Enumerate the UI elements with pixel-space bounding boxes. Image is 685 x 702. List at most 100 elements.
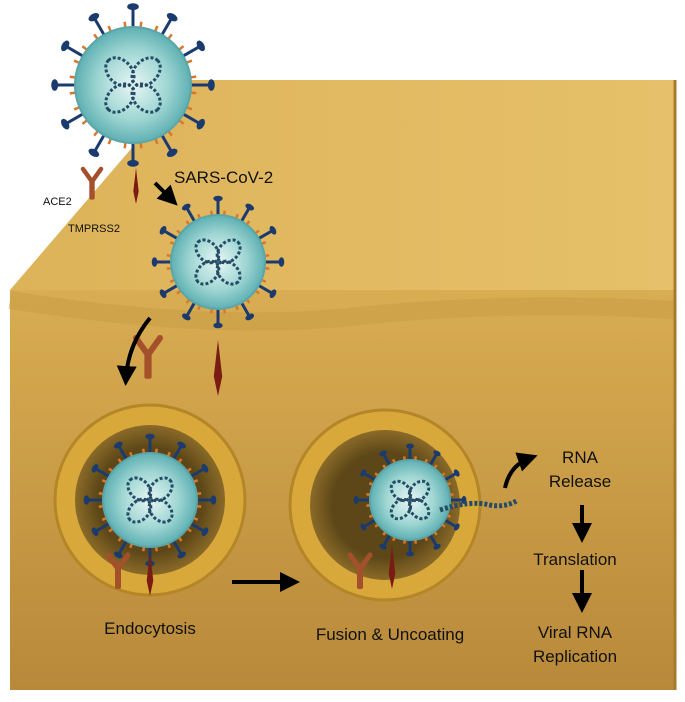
spike-head	[159, 225, 167, 235]
spike-head	[151, 257, 158, 267]
spike-head	[269, 225, 277, 235]
label-tmprss2: TMPRSS2	[68, 223, 120, 235]
spike-head	[278, 257, 285, 267]
virus-particle-free	[51, 3, 215, 167]
spike-head	[213, 322, 223, 329]
viral-rna	[130, 56, 162, 88]
spike-head	[113, 441, 123, 449]
label-virus: SARS-CoV-2	[174, 168, 273, 187]
virus-envelope	[74, 26, 192, 144]
label-replication-2: Replication	[533, 647, 617, 666]
ace2-head	[133, 335, 163, 360]
spike-head	[433, 450, 441, 457]
ace2-head	[347, 552, 373, 574]
spike-head	[360, 469, 367, 477]
spike-head	[245, 313, 255, 321]
arrow-virus-to-membrane	[153, 181, 178, 206]
spike-head	[61, 118, 70, 130]
virus-envelope	[369, 459, 451, 541]
spike-head	[145, 433, 155, 440]
virus-particle-attaching	[151, 195, 285, 329]
viral-rna	[130, 82, 162, 114]
arrow-membrane-to-endocytosis	[116, 316, 152, 386]
spike-head	[113, 551, 123, 559]
tmprss2-body	[388, 545, 396, 589]
ace2-receptor-endosome	[105, 552, 131, 589]
virus-particle-endosome	[83, 433, 217, 567]
spike-head	[127, 159, 139, 167]
ace2-receptor-fusion	[347, 552, 373, 589]
spike-head	[353, 496, 359, 504]
spike-head	[166, 148, 178, 157]
ace2-receptor-membrane	[133, 335, 163, 379]
label-rna-1: RNA	[562, 448, 599, 467]
viral-rna	[194, 259, 221, 286]
spike-head	[207, 79, 215, 91]
spike-head	[245, 203, 255, 211]
viral-rna	[126, 497, 153, 524]
spike-head	[166, 13, 178, 22]
viral-rna	[407, 479, 431, 503]
spike-head	[88, 13, 100, 22]
arrow-to-rna-release	[503, 452, 538, 489]
ace2-head	[80, 166, 104, 186]
spike-head	[196, 40, 205, 52]
viral-rna	[147, 497, 174, 524]
label-translation: Translation	[533, 550, 616, 569]
tmprss2-receptor-endosome	[146, 552, 154, 596]
virus-envelope	[170, 214, 266, 310]
ace2-head	[105, 552, 131, 574]
tmprss2-receptor-membrane	[213, 340, 223, 396]
label-fusion: Fusion & Uncoating	[316, 625, 464, 644]
tmprss2-body	[146, 552, 154, 596]
spike-head	[159, 289, 167, 299]
spike-head	[61, 40, 70, 52]
viral-rna	[147, 476, 174, 503]
spike-head	[177, 441, 187, 449]
spike-head	[406, 551, 414, 557]
spike-head	[201, 463, 209, 473]
spike-head	[201, 527, 209, 537]
spike-head	[83, 495, 90, 505]
spike-head	[196, 118, 205, 130]
tmprss2-receptor-top	[133, 168, 139, 204]
tmprss2-body	[133, 168, 139, 204]
label-replication-1: Viral RNA	[538, 623, 613, 642]
tmprss2-body	[213, 340, 223, 396]
spike-head	[379, 543, 387, 550]
tmprss2-receptor-fusion	[388, 545, 396, 589]
ace2-receptor-top	[80, 166, 104, 200]
spike-head	[181, 203, 191, 211]
label-rna-2: Release	[549, 472, 611, 491]
spike-head	[379, 450, 387, 457]
spike-head	[210, 495, 217, 505]
spike-head	[360, 523, 367, 531]
spike-head	[91, 527, 99, 537]
spike-head	[181, 313, 191, 321]
spike-head	[88, 148, 100, 157]
viral-rna	[194, 238, 221, 265]
viral-rna	[389, 497, 413, 521]
spike-head	[406, 443, 414, 449]
label-endocytosis: Endocytosis	[104, 619, 196, 638]
viral-rna	[215, 259, 242, 286]
viral-rna	[104, 82, 136, 114]
viral-rna	[389, 479, 413, 503]
spike-head	[127, 3, 139, 11]
spike-head	[453, 523, 460, 531]
spike-head	[433, 543, 441, 550]
label-ace2: ACE2	[43, 196, 72, 208]
spike-head	[213, 195, 223, 202]
virus-particle-fusing	[353, 443, 467, 557]
viral-rna	[126, 476, 153, 503]
virus-envelope	[102, 452, 198, 548]
spike-head	[91, 463, 99, 473]
rna-strand	[439, 497, 520, 513]
spike-head	[453, 469, 460, 477]
viral-rna	[407, 497, 431, 521]
arrows	[116, 181, 592, 613]
spike-head	[51, 79, 59, 91]
spike-head	[269, 289, 277, 299]
